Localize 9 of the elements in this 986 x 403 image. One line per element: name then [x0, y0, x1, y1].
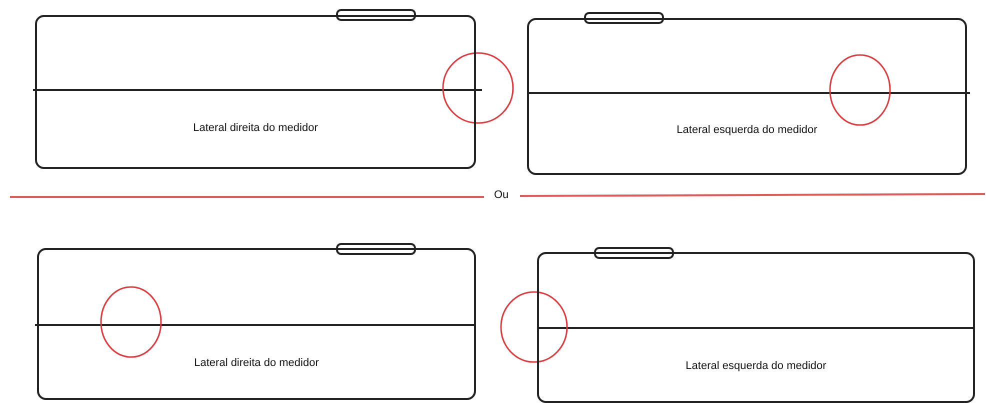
side-label: Lateral direita do medidor — [192, 122, 319, 134]
meter-outline — [527, 18, 967, 175]
meter-outline — [537, 252, 975, 403]
side-label: Lateral direita do medidor — [193, 357, 320, 369]
separator-label: Ou — [494, 189, 509, 201]
meter-outline — [35, 15, 476, 169]
side-label: Lateral esquerda do medidor — [676, 124, 818, 136]
side-label: Lateral esquerda do medidor — [684, 360, 828, 372]
meter-outline — [37, 248, 476, 400]
